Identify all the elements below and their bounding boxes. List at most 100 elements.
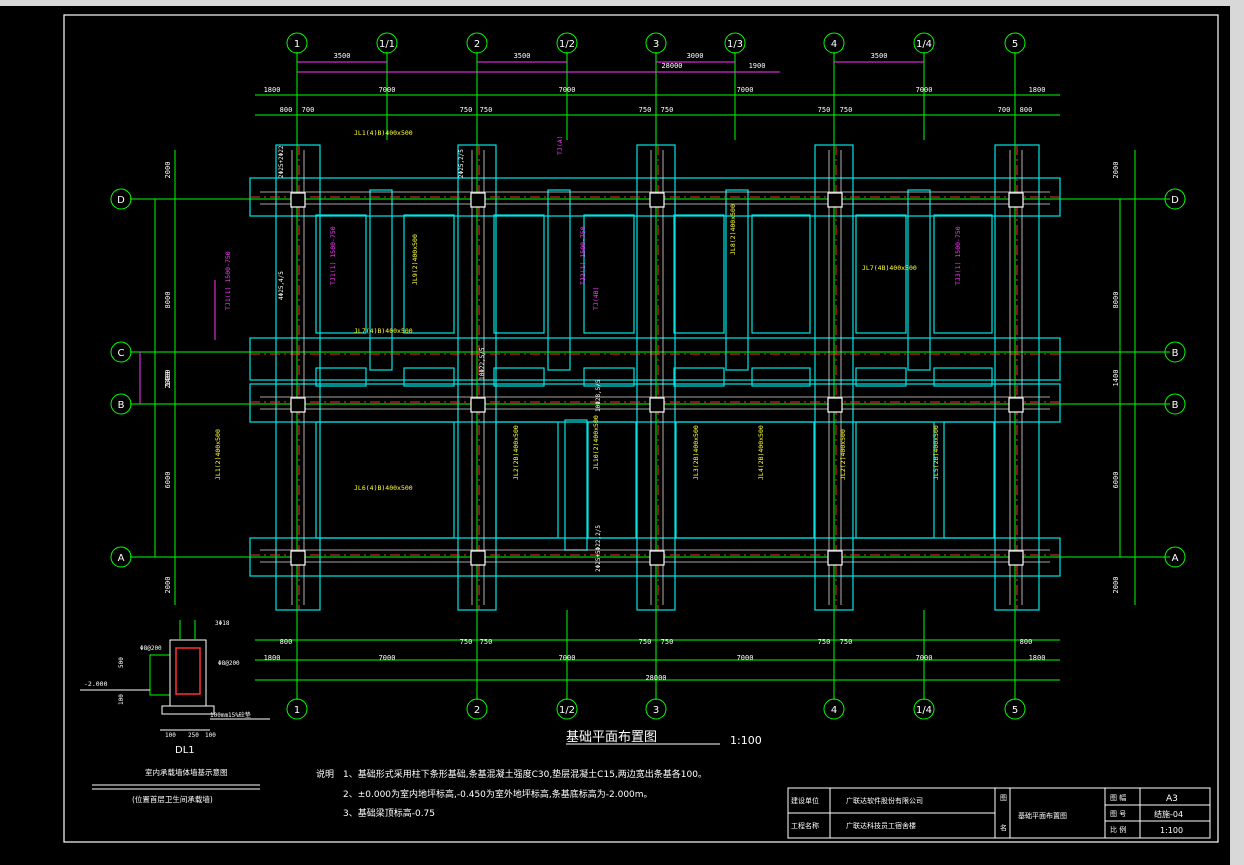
dim-left-5: 2000 (164, 577, 172, 594)
beam-label-8: JL4(2B)400x500 (757, 425, 765, 480)
foundation-outline (249, 144, 1061, 611)
axis-bottom-5: 1/4 (913, 698, 935, 720)
axis-right-2-label: B (1172, 400, 1179, 411)
beam-label-0: JL1(4)B)400x500 (354, 129, 413, 137)
tb-scale-label: 比 例 (1110, 825, 1126, 834)
dim-bottom-1-3: 750 (639, 638, 652, 646)
dim-left-4: 6000 (164, 472, 172, 489)
dim-top-2-2: 7000 (559, 86, 576, 94)
axis-right-3: A (1164, 546, 1186, 568)
axis-bottom-3-circle (645, 698, 667, 720)
dim-right-2: 1400 (1112, 370, 1120, 387)
dim-top-1-1: 3500 (514, 52, 531, 60)
section-dim-4: 100 (205, 732, 216, 739)
beam-label-10: JL5(2B)400x500 (932, 425, 940, 480)
beam-label-7: JL3(2B)400x500 (692, 425, 700, 480)
axis-top-7-circle (913, 32, 935, 54)
axis-top-8-circle (1004, 32, 1026, 54)
section-detail-dl1 (80, 620, 270, 790)
axis-top-5-circle (724, 32, 746, 54)
dim-top-1-2: 3000 (687, 52, 704, 60)
axis-left-3-label: A (118, 553, 125, 564)
beam-label-4: JL9(2)400x500 (411, 234, 419, 285)
axis-left-2: B (110, 393, 132, 415)
rebar-label-3: 2Φ25+5Φ22,2/5 (595, 525, 602, 572)
dim-top-3-7: 750 (840, 106, 853, 114)
axis-left-0: D (110, 188, 132, 210)
section-dim-1: 100 (118, 694, 125, 705)
dim-bottom-1-7: 800 (1020, 638, 1033, 646)
dim-bottom-2-5: 1800 (1029, 654, 1046, 662)
dim-top-2-3: 7000 (737, 86, 754, 94)
dim-bottom-1-6: 750 (840, 638, 853, 646)
axis-bottom-0-label: 1 (294, 705, 300, 716)
dim-bottom-1-4: 750 (661, 638, 674, 646)
tb-project: 广联达科技员工宿舍楼 (846, 821, 916, 830)
magenta-dims (139, 61, 924, 404)
tb-mid-label-1: 图 (1000, 794, 1007, 802)
axis-right-0: D (1164, 188, 1186, 210)
beam-label-group: JL1(4)B)400x500JL7(4)B)400x500JL6(4)B)40… (214, 129, 940, 492)
axis-bottom-5-label: 1/4 (916, 705, 932, 716)
axis-left-2-circle (110, 393, 132, 415)
dim-bottom-1-2: 750 (480, 638, 493, 646)
dim-top-3-1: 700 (302, 106, 315, 114)
rebar-label-0: 2Φ25+2Φ22 (278, 145, 285, 178)
axis-bottom-2-circle (556, 698, 578, 720)
beam-label-2: JL6(4)B)400x500 (354, 484, 413, 492)
axis-bottom-3-label: 3 (653, 705, 659, 716)
axis-bottom-3: 3 (645, 698, 667, 720)
tb-project-label: 工程名称 (791, 821, 819, 830)
axis-right-3-label: A (1172, 553, 1179, 564)
axis-top-6-circle (823, 32, 845, 54)
axis-bottom-1: 2 (466, 698, 488, 720)
axis-top-3-label: 1/2 (559, 39, 575, 50)
axis-top-2-circle (466, 32, 488, 54)
dim-top-2-4: 7000 (916, 86, 933, 94)
section-label: DL1 (175, 745, 195, 756)
axis-top-1-circle (376, 32, 398, 54)
beam-label-5: JL7(4B)400x500 (862, 264, 917, 272)
axis-top-4-circle (645, 32, 667, 54)
axis-top-1: 1/1 (376, 32, 398, 54)
axis-top-7-label: 1/4 (916, 39, 932, 50)
section-note-1: Φ8@200 (140, 645, 162, 652)
dim-bottom-2-1: 7000 (379, 654, 396, 662)
rebar-label-4: 4Φ25,4/5 (278, 271, 285, 300)
section-dim-0: 500 (118, 657, 125, 668)
dim-bottom-2-2: 7000 (559, 654, 576, 662)
tb-mid-label-2: 名 (1000, 823, 1007, 832)
dim-bottom-1-1: 750 (460, 638, 473, 646)
dim-top-3-3: 750 (480, 106, 493, 114)
note-1: 1、基础形式采用柱下条形基础,条基混凝土强度C30,垫层混凝土C15,两边宽出条… (343, 768, 707, 780)
axis-top-6-label: 4 (831, 39, 837, 50)
dim-left-1: 8000 (164, 292, 172, 309)
axis-top-2-label: 2 (474, 39, 480, 50)
columns (290, 192, 1024, 566)
axis-right-0-label: D (1171, 195, 1179, 206)
dim-right-3: 6000 (1112, 472, 1120, 489)
drawing-frame (63, 14, 1219, 843)
dim-top-1-3: 3500 (871, 52, 888, 60)
magenta-label-1: TJ2(1) 1500-750 (579, 226, 587, 285)
axis-top-0-label: 1 (294, 39, 300, 50)
window-right-scrollbar[interactable] (1230, 0, 1244, 865)
tb-drawing-name: 基础平面布置图 (1018, 811, 1067, 820)
dim-bottom-2-4: 7000 (916, 654, 933, 662)
window-top-bar (0, 0, 1244, 6)
axis-bottom-6: 5 (1004, 698, 1026, 720)
tb-size-label: 图 幅 (1110, 793, 1126, 802)
axis-top-0: 1 (286, 32, 308, 54)
axis-top-8-label: 5 (1012, 39, 1018, 50)
dim-top-3-9: 800 (1020, 106, 1033, 114)
beam-label-12: JL2(2)400x500 (839, 429, 847, 480)
tb-company: 广联达软件股份有限公司 (846, 796, 923, 805)
beam-label-6: JL8(2)400x500 (729, 204, 737, 255)
section-note-3: 100mm15%砼垫 (210, 711, 251, 719)
